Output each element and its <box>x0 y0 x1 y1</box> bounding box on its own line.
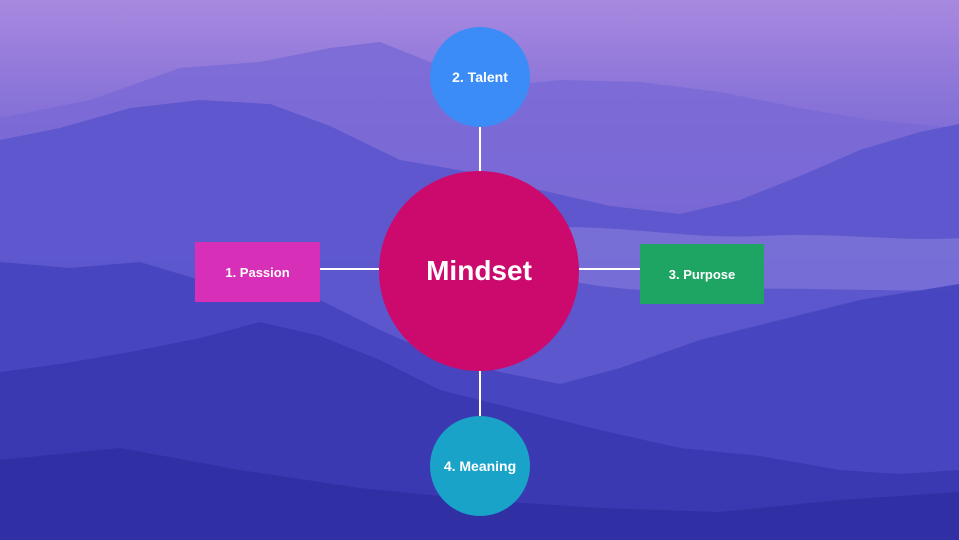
node-meaning-label: 4. Meaning <box>443 458 517 474</box>
node-meaning: 4. Meaning <box>430 416 530 516</box>
connector-purpose <box>579 268 640 270</box>
center-node-label: Mindset <box>426 255 532 286</box>
connector-talent <box>479 127 481 171</box>
node-talent-label: 2. Talent <box>452 69 508 85</box>
bottom-ridge <box>0 448 959 540</box>
node-passion: 1. Passion <box>195 242 320 302</box>
node-passion-label: 1. Passion <box>225 264 290 280</box>
center-node-mindset: Mindset <box>379 171 579 371</box>
node-talent: 2. Talent <box>430 27 530 127</box>
connector-passion <box>320 268 379 270</box>
node-purpose-label: 3. Purpose <box>668 266 736 282</box>
node-purpose: 3. Purpose <box>640 244 764 304</box>
connector-meaning <box>479 371 481 416</box>
